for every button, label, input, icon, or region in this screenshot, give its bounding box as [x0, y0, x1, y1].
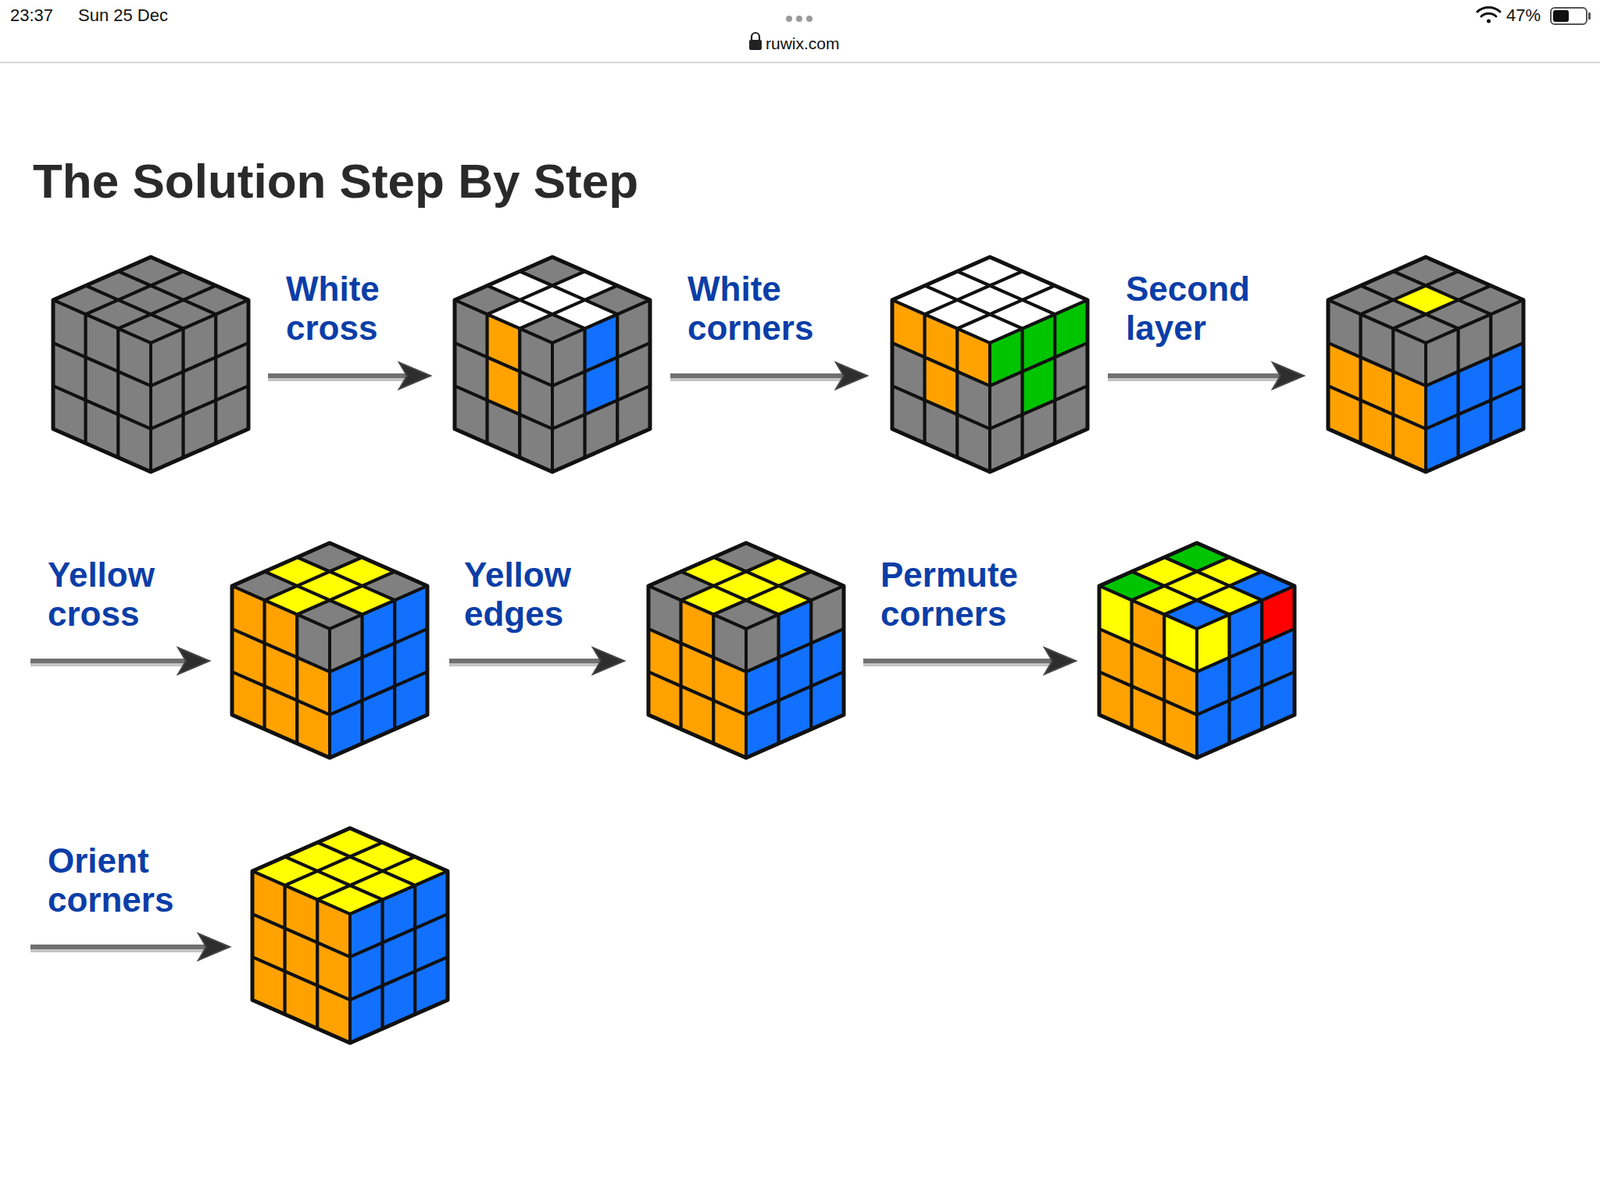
arrow-shaft — [1107, 373, 1284, 379]
arrow-shadow — [30, 658, 190, 667]
cube-outline — [53, 257, 249, 472]
arrow-shaft — [863, 658, 1056, 664]
arrow-shaft — [449, 658, 604, 664]
wifi-arc — [1481, 13, 1497, 17]
arrow-head — [835, 362, 868, 390]
arrow-shaft — [30, 658, 190, 664]
arrow-shadow — [267, 373, 411, 382]
step-label: White cross — [285, 269, 380, 348]
step-arrows — [30, 362, 1304, 961]
status-date: Sun 25 Dec — [78, 5, 168, 26]
battery-icon — [1550, 7, 1591, 25]
cube-outline — [1328, 257, 1524, 472]
arrow-shadow — [863, 658, 1056, 667]
lock-icon — [749, 32, 762, 50]
step-label: Yellow cross — [47, 555, 155, 634]
arrow-head — [178, 647, 210, 675]
arrow-head — [592, 647, 625, 675]
dot — [796, 15, 803, 22]
arrow-shadow — [449, 658, 604, 667]
arrow-shaft — [30, 944, 210, 950]
battery-outline — [1550, 7, 1587, 25]
arrow-head — [1272, 362, 1304, 390]
url-text: ruwix.com — [765, 33, 840, 54]
arrow — [30, 647, 210, 675]
wifi-icon — [1477, 7, 1500, 24]
battery-percent: 47% — [1506, 5, 1541, 26]
cube-outline — [454, 257, 650, 472]
step-label: Permute corners — [880, 555, 1018, 634]
wifi-arc — [1477, 7, 1500, 12]
battery-level — [1553, 10, 1569, 22]
arrow — [267, 362, 431, 390]
cube — [1099, 542, 1295, 758]
step-label: White corners — [687, 269, 814, 348]
arrow-shaft — [670, 373, 847, 379]
cube — [252, 828, 448, 1043]
divider-line — [0, 61, 1600, 64]
arrow-shaft — [267, 373, 411, 379]
dot — [785, 15, 793, 22]
cube — [454, 257, 650, 472]
cube-outline — [1099, 542, 1295, 758]
arrow — [449, 647, 625, 675]
battery-tip — [1588, 12, 1591, 20]
arrow-head — [1044, 647, 1076, 675]
cube — [648, 542, 844, 758]
dot — [806, 15, 813, 22]
cube-outline — [892, 257, 1088, 472]
arrow — [1107, 362, 1304, 390]
step-label: Orient corners — [47, 841, 174, 920]
step-label: Second layer — [1125, 269, 1250, 348]
lock-shackle — [751, 32, 760, 41]
wifi-dot — [1486, 19, 1491, 24]
cube — [232, 542, 428, 758]
arrow-shadow — [670, 373, 847, 382]
menu-dots — [785, 15, 813, 22]
lock-body — [749, 39, 762, 50]
arrow-head — [399, 362, 431, 390]
arrow — [30, 933, 230, 961]
arrow-shadow — [1107, 373, 1284, 382]
cube-outline — [648, 542, 844, 758]
arrow — [670, 362, 868, 390]
cube-outline — [252, 828, 448, 1043]
arrow — [863, 647, 1076, 675]
arrow-shadow — [30, 944, 210, 953]
cube — [1328, 257, 1524, 472]
cube — [53, 257, 249, 472]
cube — [892, 257, 1088, 472]
cube-illustrations — [53, 257, 1524, 1043]
arrow-head — [198, 933, 230, 961]
status-time: 23:37 — [10, 5, 54, 26]
step-label: Yellow edges — [464, 555, 572, 634]
page-title: The Solution Step By Step — [32, 153, 639, 210]
cube-outline — [232, 542, 428, 758]
